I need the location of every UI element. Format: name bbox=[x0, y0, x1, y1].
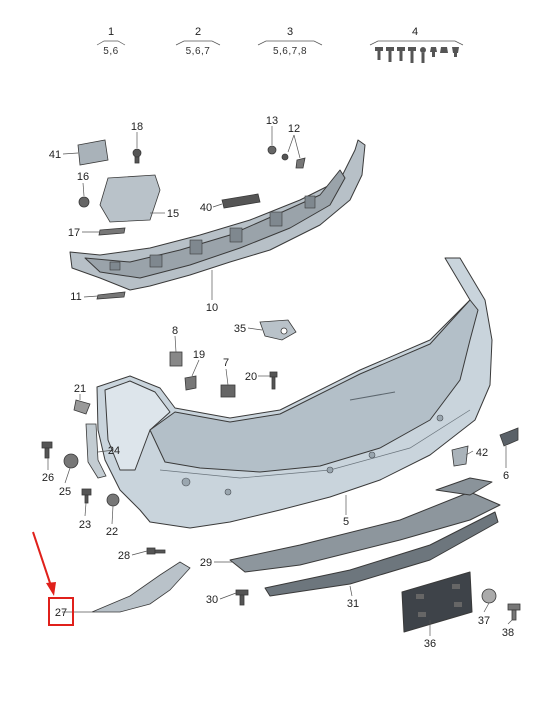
callout-5: 5 bbox=[343, 516, 349, 528]
header-num: 1 bbox=[108, 26, 114, 38]
small-parts bbox=[41, 139, 521, 621]
header-num: 2 bbox=[195, 26, 201, 38]
header-refs: 5,6,7 bbox=[186, 46, 211, 57]
callout-19: 19 bbox=[193, 349, 205, 361]
impact-beam bbox=[69, 139, 366, 291]
callout-17: 17 bbox=[68, 227, 80, 239]
callout-40: 40 bbox=[200, 202, 212, 214]
header-group-2: 2 5,6,7 bbox=[175, 26, 221, 57]
callout-labels: 41 18 16 15 17 11 10 13 12 40 35 8 19 7 … bbox=[42, 115, 514, 650]
callout-18: 18 bbox=[131, 121, 143, 133]
callout-27: 27 bbox=[55, 607, 67, 619]
callout-41: 41 bbox=[49, 149, 61, 161]
bumper-cover bbox=[96, 257, 493, 529]
callout-31: 31 bbox=[347, 598, 359, 610]
header-num: 4 bbox=[412, 26, 418, 38]
callout-29: 29 bbox=[200, 557, 212, 569]
callout-10: 10 bbox=[206, 302, 218, 314]
callout-16: 16 bbox=[77, 171, 89, 183]
licence-plate-bracket bbox=[401, 571, 473, 633]
callout-11: 11 bbox=[70, 291, 81, 303]
callout-12: 12 bbox=[288, 123, 300, 135]
callout-7: 7 bbox=[223, 357, 229, 369]
callout-13: 13 bbox=[266, 115, 278, 127]
callout-37: 37 bbox=[478, 615, 490, 627]
diffuser-trim bbox=[229, 477, 501, 597]
callout-23: 23 bbox=[79, 519, 91, 531]
header-num: 3 bbox=[287, 26, 293, 38]
callout-26: 26 bbox=[42, 472, 54, 484]
callout-8: 8 bbox=[172, 325, 178, 337]
callout-42: 42 bbox=[476, 447, 488, 459]
header-group-1: 1 5,6 bbox=[96, 26, 126, 57]
callout-22: 22 bbox=[106, 526, 118, 538]
callout-35: 35 bbox=[234, 323, 246, 335]
fastener-set-icon bbox=[375, 47, 459, 63]
header-group-3: 3 5,6,7,8 bbox=[257, 26, 323, 57]
header-group-4: 4 bbox=[369, 26, 464, 63]
highlight-callout: 27 bbox=[32, 531, 74, 626]
leader-lines bbox=[47, 126, 513, 636]
callout-21: 21 bbox=[74, 383, 86, 395]
callout-28: 28 bbox=[118, 550, 130, 562]
callout-30: 30 bbox=[206, 594, 218, 606]
red-arrow-icon bbox=[46, 582, 56, 596]
callout-20: 20 bbox=[245, 371, 257, 383]
callout-38: 38 bbox=[502, 627, 514, 639]
callout-24: 24 bbox=[108, 445, 120, 457]
highlight-box bbox=[48, 597, 74, 626]
callout-6: 6 bbox=[503, 470, 509, 482]
header-refs: 5,6,7,8 bbox=[273, 46, 307, 57]
callout-36: 36 bbox=[424, 638, 436, 650]
header-refs: 5,6 bbox=[103, 46, 118, 57]
callout-25: 25 bbox=[59, 486, 71, 498]
callout-15: 15 bbox=[167, 208, 179, 220]
